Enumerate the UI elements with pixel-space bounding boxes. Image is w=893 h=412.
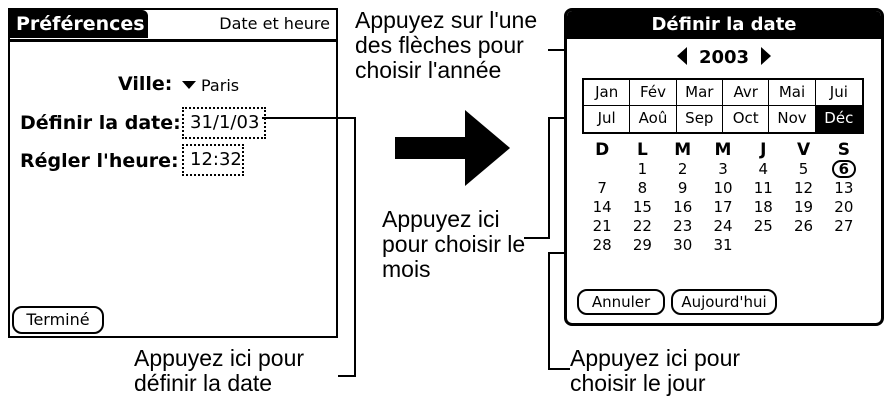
day-cell[interactable]: 13	[834, 179, 854, 197]
callout-date-leader-bottom	[338, 375, 356, 377]
preferences-title-tab: Préférences	[10, 10, 148, 38]
next-year-arrow-icon[interactable]	[761, 47, 772, 65]
city-label: Ville:	[118, 73, 173, 95]
callout-date-leader	[354, 117, 356, 377]
empty-day-cell	[783, 236, 823, 255]
set-date-field[interactable]: 31/1/03	[182, 107, 266, 139]
set-time-label: Régler l'heure:	[20, 150, 179, 172]
previous-year-arrow-icon[interactable]	[676, 47, 687, 65]
empty-day-cell	[824, 236, 864, 255]
day-cell[interactable]: 14	[592, 198, 612, 216]
month-cell[interactable]: Avr	[722, 80, 770, 106]
month-cell[interactable]: Déc	[815, 106, 862, 132]
day-cell[interactable]: 19	[794, 198, 814, 216]
callout-day-leader-bottom	[548, 368, 570, 370]
day-cell[interactable]: 26	[794, 217, 814, 235]
day-cell[interactable]: 29	[632, 236, 652, 254]
weekday-header: J	[760, 140, 767, 160]
month-cell[interactable]: Mar	[676, 80, 723, 106]
done-button[interactable]: Terminé	[12, 306, 104, 334]
weekday-header: M	[714, 140, 732, 160]
today-button[interactable]: Aujourd'hui	[671, 289, 777, 315]
day-cell[interactable]: 31	[713, 236, 733, 254]
callout-year: Appuyez sur l'une des flèches pour chois…	[355, 7, 538, 83]
selected-day-cell[interactable]: 6	[824, 160, 864, 179]
city-picker[interactable]: Paris	[182, 76, 239, 95]
day-cell[interactable]: 12	[794, 179, 814, 197]
day-cell[interactable]: 11	[753, 179, 773, 197]
month-cell[interactable]: Oct	[723, 106, 770, 132]
callout-date: Appuyez ici pour définir la date	[134, 345, 305, 396]
day-cell[interactable]: 20	[834, 198, 854, 216]
day-cell[interactable]: 17	[713, 198, 733, 216]
day-cell[interactable]: 8	[637, 179, 648, 197]
dropdown-triangle-icon	[182, 81, 196, 89]
day-cell[interactable]: 28	[592, 236, 612, 254]
day-cell[interactable]: 1	[637, 160, 648, 178]
title-divider	[10, 39, 336, 42]
city-value: Paris	[201, 76, 240, 95]
day-cell[interactable]: 2	[677, 160, 688, 178]
callout-month: Appuyez ici pour choisir le mois	[382, 206, 526, 282]
callout-month-leader-bottom	[524, 237, 550, 239]
day-cell[interactable]: 16	[673, 198, 693, 216]
day-cell[interactable]: 3	[718, 160, 728, 178]
weekday-header: S	[837, 140, 850, 160]
month-cell[interactable]: Aoû	[630, 106, 677, 132]
set-date-label: Définir la date:	[20, 112, 181, 134]
selected-day-value: 6	[831, 160, 857, 178]
day-cell[interactable]: 30	[673, 236, 693, 254]
year-selector: 2003	[567, 45, 881, 71]
year-value: 2003	[698, 47, 750, 68]
day-cell[interactable]: 22	[632, 217, 652, 235]
month-cell[interactable]: Jan	[584, 80, 631, 106]
day-cell[interactable]: 10	[713, 179, 733, 197]
weekday-header: M	[674, 140, 692, 160]
set-time-field[interactable]: 12:32	[182, 144, 244, 176]
month-cell[interactable]: Mai	[769, 80, 816, 106]
day-cell[interactable]: 15	[632, 198, 652, 216]
day-cell[interactable]: 25	[753, 217, 773, 235]
day-cell[interactable]: 5	[798, 160, 809, 178]
right-arrow-icon	[395, 110, 510, 186]
category-picker[interactable]: Date et heure	[219, 14, 330, 33]
callout-month-leader	[548, 117, 550, 239]
dialog-title: Définir la date	[567, 11, 881, 39]
month-cell[interactable]: Sep	[677, 106, 723, 132]
day-cell[interactable]: 4	[758, 160, 769, 178]
weekday-header: V	[796, 140, 811, 160]
day-cell[interactable]: 24	[713, 217, 733, 235]
day-cell[interactable]: 7	[597, 179, 607, 197]
preferences-screen: Préférences Date et heure Ville: Paris D…	[8, 8, 338, 338]
month-cell[interactable]: Nov	[769, 106, 816, 132]
callout-day: Appuyez ici pour choisir le jour	[570, 345, 741, 396]
cancel-button[interactable]: Annuler	[577, 289, 665, 315]
callout-day-leader	[548, 252, 550, 370]
month-cell[interactable]: Jui	[815, 80, 862, 106]
day-cell[interactable]: 18	[753, 198, 773, 216]
empty-day-cell	[582, 160, 622, 179]
day-cell[interactable]: 21	[592, 217, 612, 235]
callout-date-leader-top	[262, 117, 356, 119]
day-cell[interactable]: 9	[677, 179, 688, 197]
empty-day-cell	[743, 236, 783, 255]
month-cell[interactable]: Fév	[630, 80, 677, 106]
month-cell[interactable]: Jul	[584, 106, 631, 132]
weekday-header: D	[595, 140, 610, 160]
day-cell[interactable]: 23	[673, 217, 693, 235]
weekday-header: L	[637, 140, 648, 160]
day-cell[interactable]: 27	[834, 217, 854, 235]
